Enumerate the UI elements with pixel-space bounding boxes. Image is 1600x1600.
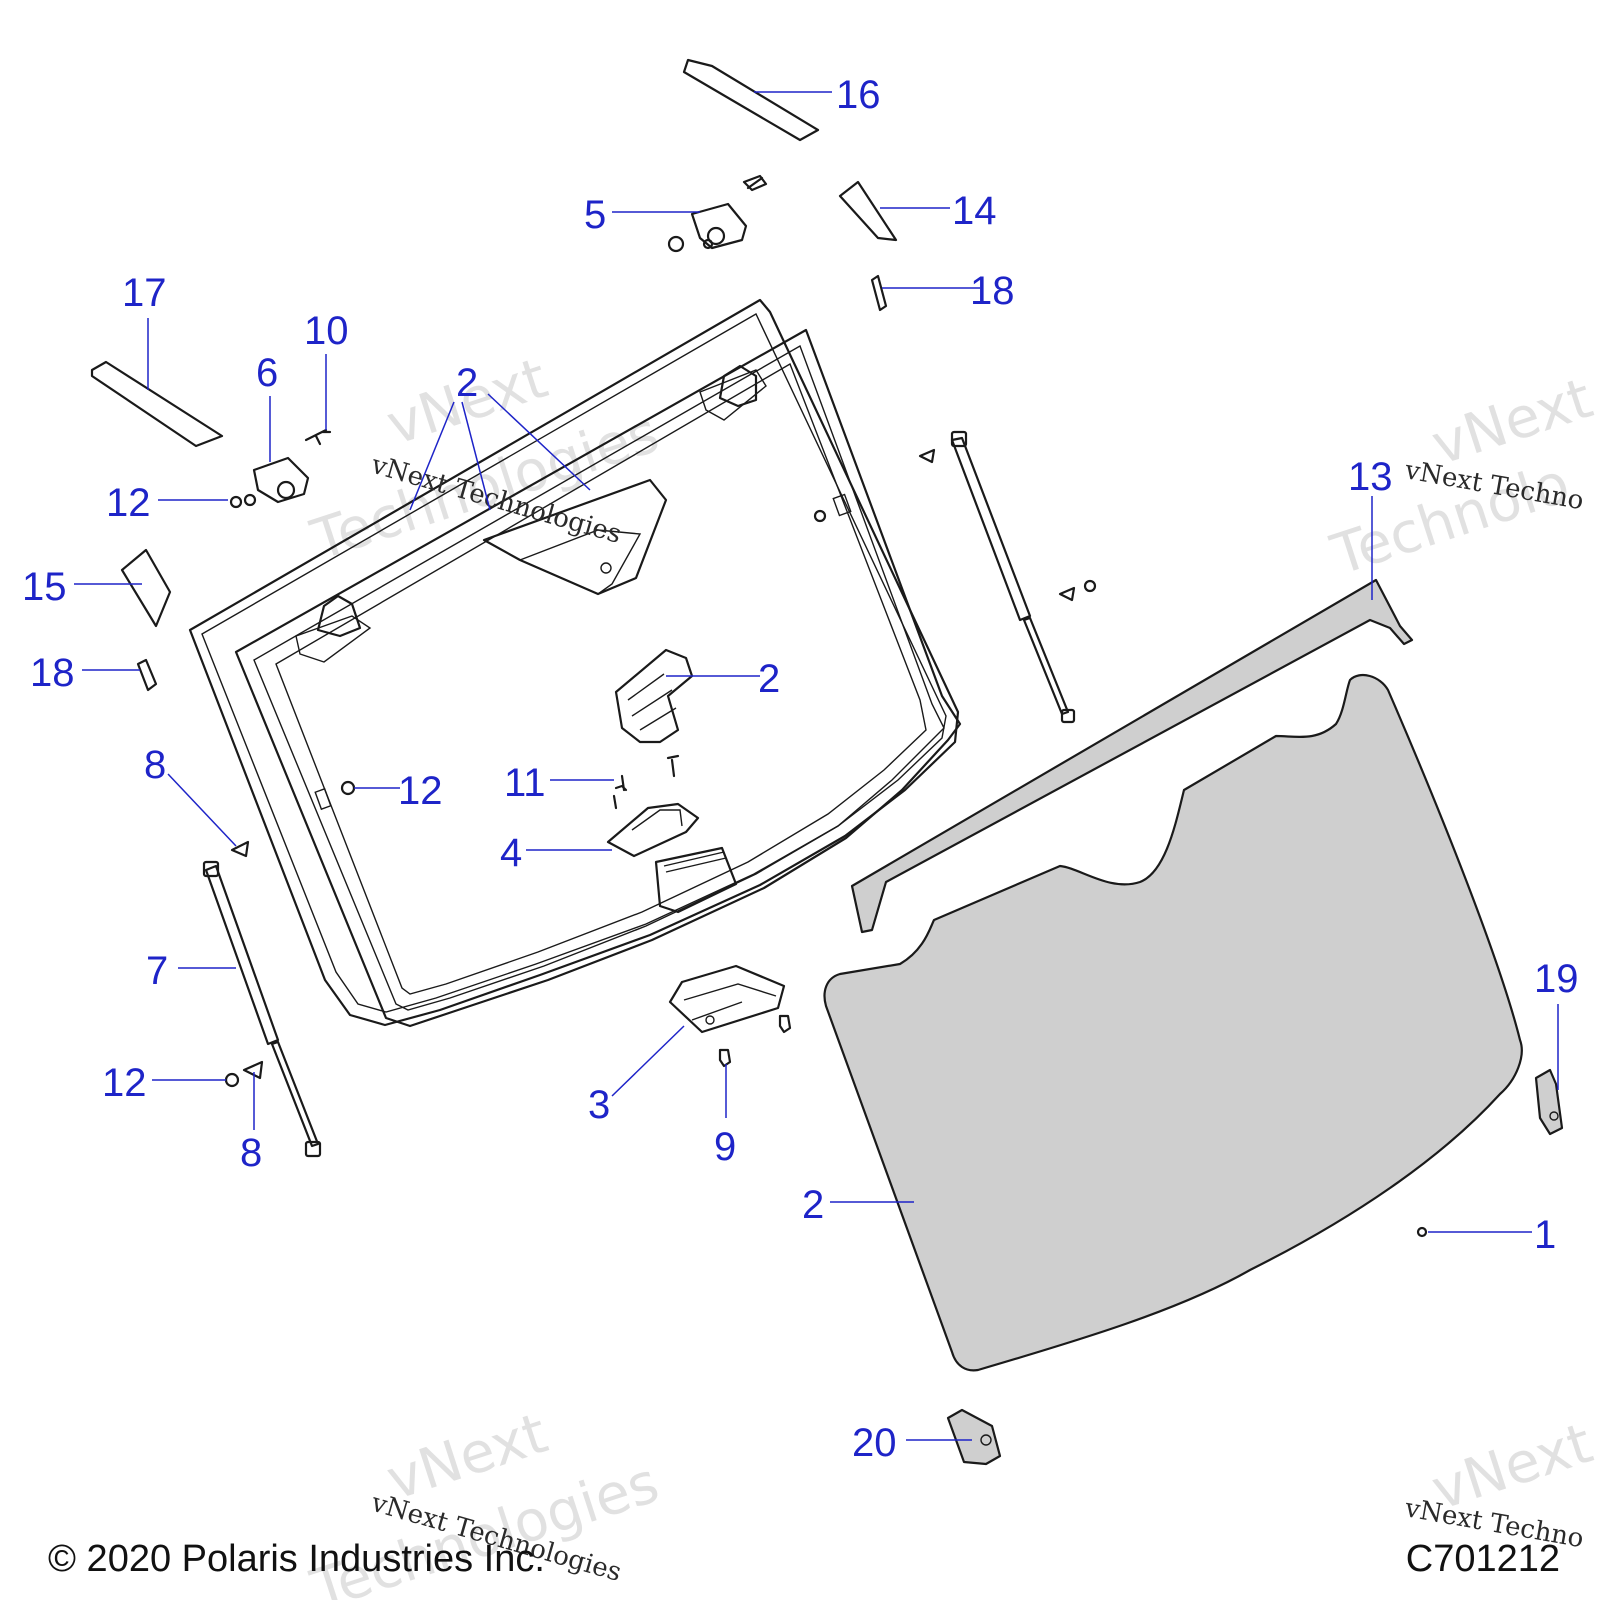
- part-13-brace-bar: [850, 578, 1414, 934]
- part-11-screw: [612, 774, 628, 810]
- part-19-clip: [1534, 1068, 1564, 1136]
- part-10-bolt: [304, 428, 332, 446]
- part-18-block-top: [870, 274, 888, 312]
- callout-2-frame: 2: [456, 361, 478, 405]
- part-strut-right: [918, 430, 1097, 724]
- part-16-strip: [682, 58, 820, 142]
- callout-12-upper: 12: [106, 481, 151, 525]
- part-3-plate: [668, 964, 786, 1034]
- callout-17: 17: [122, 271, 167, 315]
- part-1-nut: [1416, 1226, 1428, 1238]
- callout-8-lower: 8: [240, 1131, 262, 1175]
- part-12-nut-lower: [224, 1072, 240, 1088]
- part-20-clip: [946, 1408, 1002, 1466]
- callout-18-top: 18: [970, 269, 1015, 313]
- part-2-window-frame: [188, 298, 962, 1028]
- callout-14: 14: [952, 189, 997, 233]
- drawing-id: C701212: [1405, 1538, 1560, 1580]
- callout-7: 7: [146, 949, 168, 993]
- callout-18-left: 18: [30, 651, 75, 695]
- callout-5: 5: [584, 193, 606, 237]
- callout-16: 16: [836, 73, 881, 117]
- part-15-trim: [120, 548, 172, 628]
- callout-4: 4: [500, 831, 522, 875]
- callout-1: 1: [1534, 1213, 1556, 1257]
- part-6-hinge: [229, 456, 310, 509]
- callout-6: 6: [256, 351, 278, 395]
- part-2-glass-panel: [823, 673, 1523, 1372]
- part-18-block-left: [136, 658, 158, 692]
- callout-15: 15: [22, 565, 67, 609]
- part-5-hinge: [667, 174, 768, 253]
- part-7-strut-left: [202, 860, 322, 1158]
- watermark-brand-right: vNext: [1424, 366, 1600, 478]
- callout-12-center: 12: [398, 769, 443, 813]
- frame-lower-bracket: [654, 846, 738, 914]
- leader-lines: [74, 91, 1559, 1441]
- callout-19: 19: [1534, 957, 1579, 1001]
- callout-12-lower: 12: [102, 1061, 147, 1105]
- part-9-bolt: [718, 1014, 792, 1068]
- part-17-strip: [90, 360, 224, 448]
- part-4-latch-cover: [606, 802, 700, 858]
- callout-3: 3: [588, 1083, 610, 1127]
- part-14-trim: [838, 180, 898, 242]
- callout-10: 10: [304, 309, 349, 353]
- callout-2-glass: 2: [802, 1183, 824, 1227]
- callout-13: 13: [1348, 455, 1393, 499]
- part-8-pin-upper: [230, 840, 250, 858]
- callout-9: 9: [714, 1125, 736, 1169]
- callout-20: 20: [852, 1421, 897, 1465]
- callout-8-upper: 8: [144, 743, 166, 787]
- copyright-notice: © 2020 Polaris Industries Inc.: [48, 1538, 545, 1580]
- callout-labels: 16 5 14 18 17 10 6 2 12 13 15 18 2 8 11 …: [22, 73, 1579, 1465]
- line-art: [90, 58, 1564, 1466]
- part-8-pin-lower: [242, 1060, 264, 1080]
- part-2-latch-handle: [614, 648, 694, 778]
- part-12-nut-center: [340, 780, 356, 796]
- callout-2-handle: 2: [758, 657, 780, 701]
- callout-11: 11: [504, 761, 546, 805]
